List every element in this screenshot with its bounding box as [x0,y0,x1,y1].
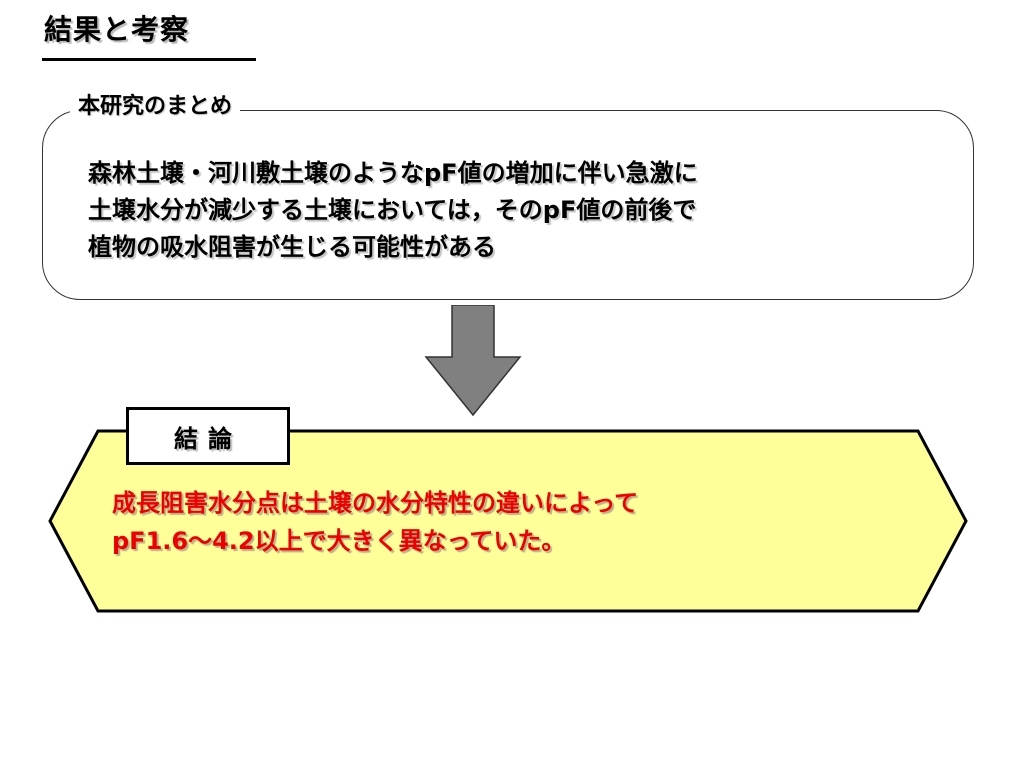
conclusion-hexagon [48,429,968,613]
summary-line: 森林土壌・河川敷土壌のようなpF値の増加に伴い急激に [88,159,698,187]
summary-line: 土壌水分が減少する土壌においては，そのpF値の前後で [88,196,697,224]
title-underline [42,58,256,61]
summary-label: 本研究のまとめ [70,88,241,120]
summary-box [42,110,974,300]
conclusion-line: pF1.6～4.2以上で大きく異なっていた。 [112,527,566,555]
conclusion-line: 成長阻害水分点は土壌の水分特性の違いによって [112,489,639,517]
slide-title: 結果と考察 [44,13,190,46]
down-arrow-icon [424,305,522,417]
summary-text: 森林土壌・河川敷土壌のようなpF値の増加に伴い急激に 土壌水分が減少する土壌にお… [88,155,948,266]
summary-line: 植物の吸水阻害が生じる可能性がある [88,233,496,261]
conclusion-text: 成長阻害水分点は土壌の水分特性の違いによって pF1.6～4.2以上で大きく異な… [112,484,932,560]
conclusion-label: 結論 [126,407,290,465]
